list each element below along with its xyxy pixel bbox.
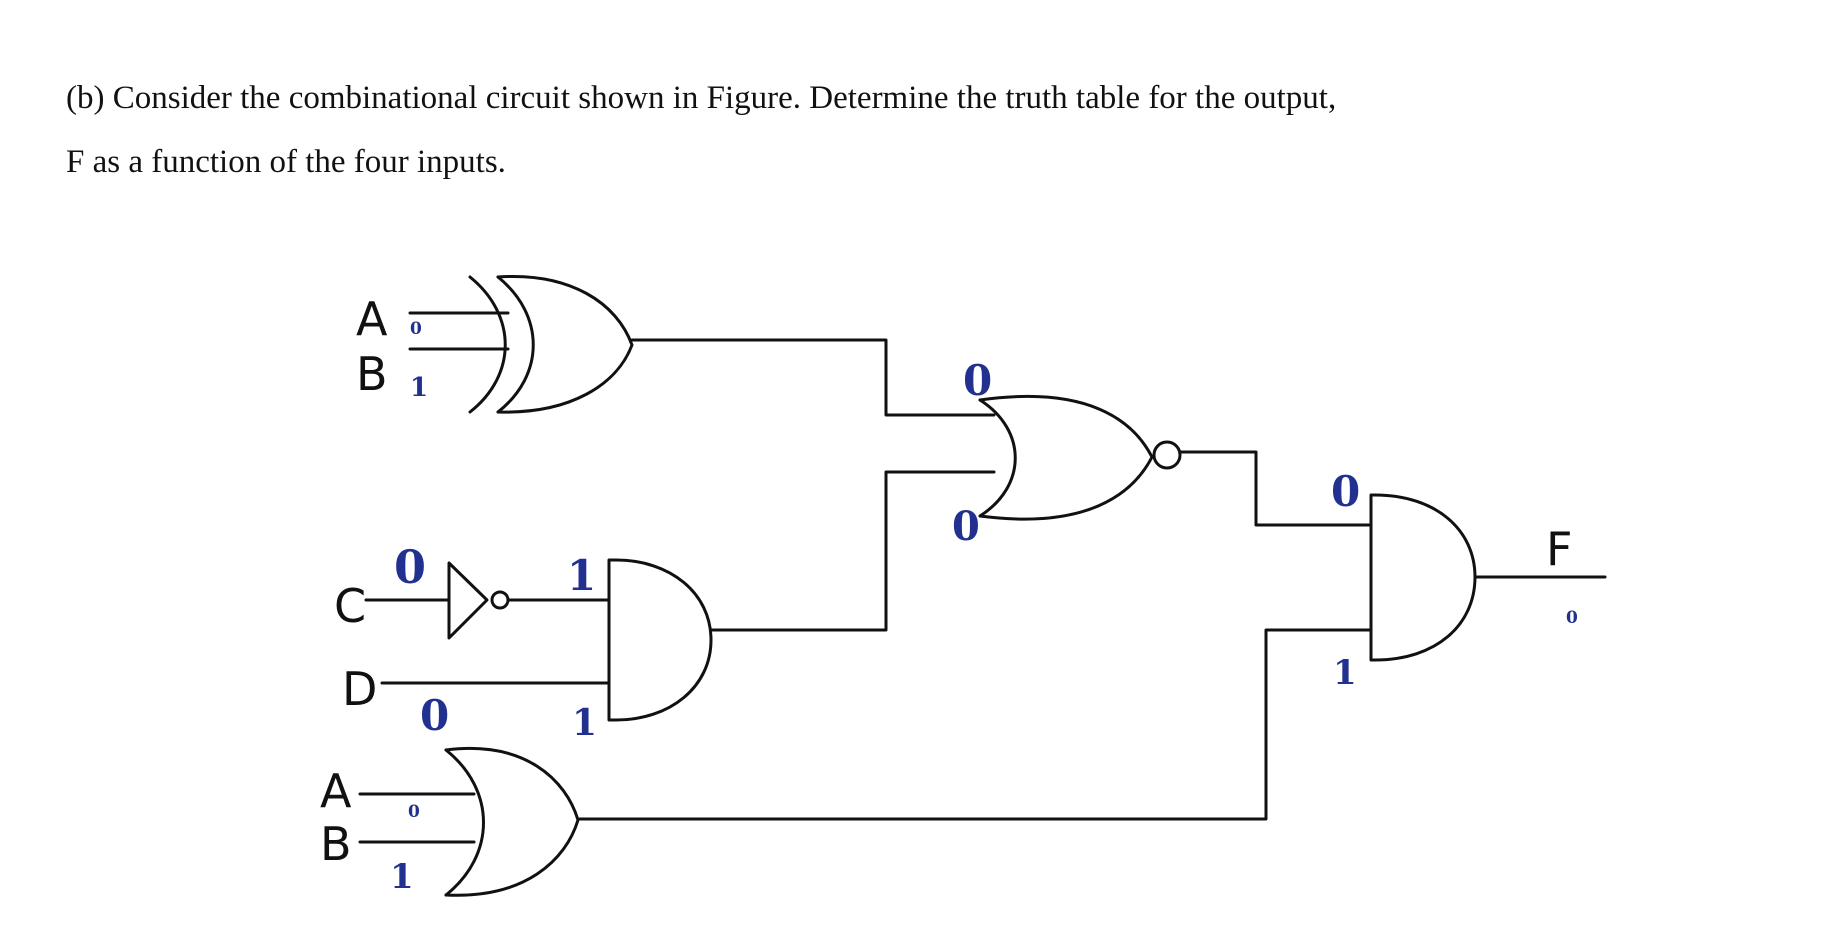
xor-output-wire (630, 338, 996, 417)
handwritten-and-in-bottom: 1 (1333, 653, 1357, 693)
handwritten-or-b-value: 1 (390, 857, 414, 897)
handwritten-f-value: 0 (1566, 608, 1578, 628)
handwritten-xor-a-value: 0 (410, 319, 422, 339)
and-gate-final (1369, 493, 1477, 662)
question-line-2: F as a function of the four inputs. (66, 144, 506, 180)
input-label-b-top: B (356, 347, 388, 401)
and-gate-middle (607, 558, 713, 722)
handwritten-not-out-value: 1 (567, 551, 596, 600)
or-gate (444, 747, 580, 897)
input-label-a-bottom: A (320, 764, 352, 818)
input-label-b-bottom: B (320, 817, 352, 871)
question-text: (b) Consider the combinational circuit s… (66, 66, 1806, 194)
input-label-a-top: A (356, 292, 388, 346)
nor-gate (978, 395, 1182, 521)
input-label-d: D (342, 662, 377, 716)
input-label-c: C (334, 579, 366, 633)
handwritten-and-d-value: 1 (572, 702, 597, 744)
handwritten-not-in-value: 0 (394, 540, 426, 594)
output-label-f: F (1546, 522, 1572, 576)
handwritten-nor-in-top: 0 (963, 356, 992, 405)
handwritten-and-in-top: 0 (1331, 467, 1360, 516)
not-gate (447, 561, 510, 640)
xor-gate (468, 274, 634, 414)
or-output-wire (576, 628, 1373, 821)
handwritten-nor-in-bottom: 0 (952, 503, 980, 550)
nor-output-wire (1178, 450, 1373, 527)
and-output-wire (709, 470, 996, 632)
handwritten-xor-b-value: 1 (410, 373, 428, 403)
handwritten-d-value: 0 (420, 691, 449, 740)
handwritten-or-a-value: 0 (408, 802, 420, 822)
question-line-1: (b) Consider the combinational circuit s… (66, 80, 1337, 116)
